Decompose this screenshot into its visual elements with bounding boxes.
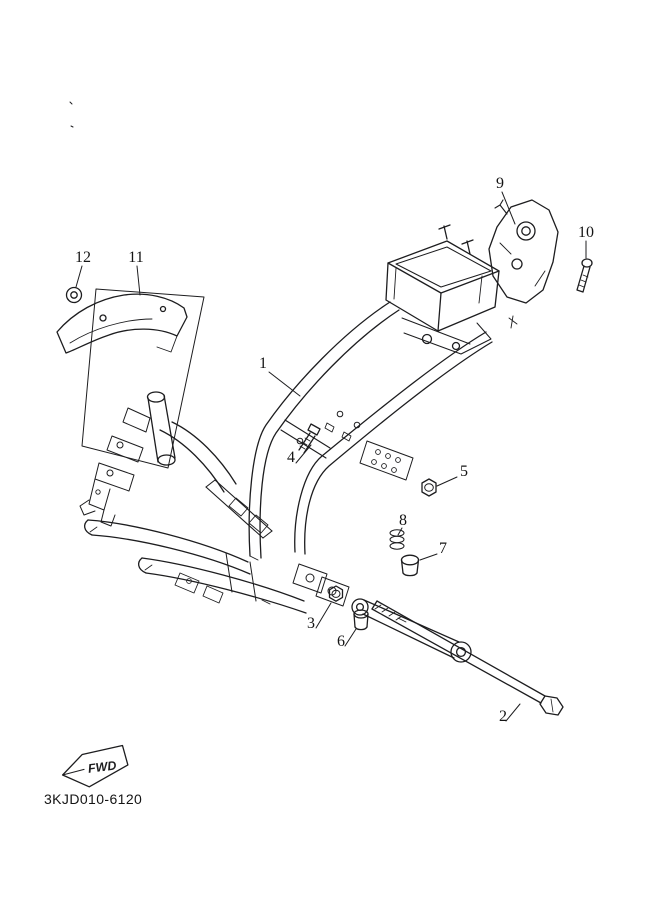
callout-8: 8 — [399, 512, 407, 529]
leader-line-7 — [419, 553, 438, 561]
callout-3: 3 — [307, 615, 315, 632]
callout-2: 2 — [499, 708, 507, 725]
callout-7: 7 — [439, 540, 447, 557]
stand-mount-tabs — [249, 555, 350, 607]
print-specks — [69, 101, 74, 128]
part-12-grommet — [65, 286, 83, 304]
callout-6: 6 — [337, 633, 345, 650]
frame-main-rails — [248, 301, 493, 559]
part-9-bracket — [488, 199, 559, 304]
diagram-code: 3KJD010-6120 — [44, 791, 143, 807]
cross-brace — [205, 479, 273, 539]
part-8-spring — [389, 529, 405, 550]
floor-rails — [84, 519, 307, 614]
leader-line-3 — [315, 602, 332, 629]
leader-lines — [75, 191, 587, 722]
leader-line-4 — [295, 444, 312, 464]
leader-line-12 — [75, 265, 83, 288]
callout-1: 1 — [259, 355, 267, 372]
part-5-nut — [421, 478, 437, 497]
leader-line-6 — [344, 628, 357, 647]
callout-4: 4 — [287, 449, 295, 466]
head-tube — [146, 391, 237, 493]
callout-5: 5 — [460, 463, 468, 480]
callout-9: 9 — [496, 175, 504, 192]
part-11-detail-box — [81, 288, 205, 469]
callout-12: 12 — [75, 249, 91, 266]
part-3-nut — [328, 585, 344, 602]
leader-line-9 — [501, 191, 516, 225]
fwd-label: FWD — [87, 758, 117, 775]
leader-line-11 — [136, 265, 141, 296]
part-11-cover — [56, 293, 188, 354]
part-4-bolt — [298, 423, 321, 454]
part-2-bolt — [371, 600, 564, 716]
leader-line-1 — [268, 371, 301, 397]
callout-10: 10 — [578, 224, 594, 241]
fwd-marker: FWD — [61, 744, 129, 788]
front-brackets — [79, 407, 151, 527]
leader-line-8 — [397, 527, 403, 536]
leader-line-5 — [436, 476, 458, 487]
leader-line-2 — [505, 703, 521, 722]
part-7-bushing — [400, 554, 420, 577]
part-10-bolt — [576, 258, 593, 293]
rear-box — [385, 224, 518, 355]
callout-11: 11 — [128, 249, 144, 266]
